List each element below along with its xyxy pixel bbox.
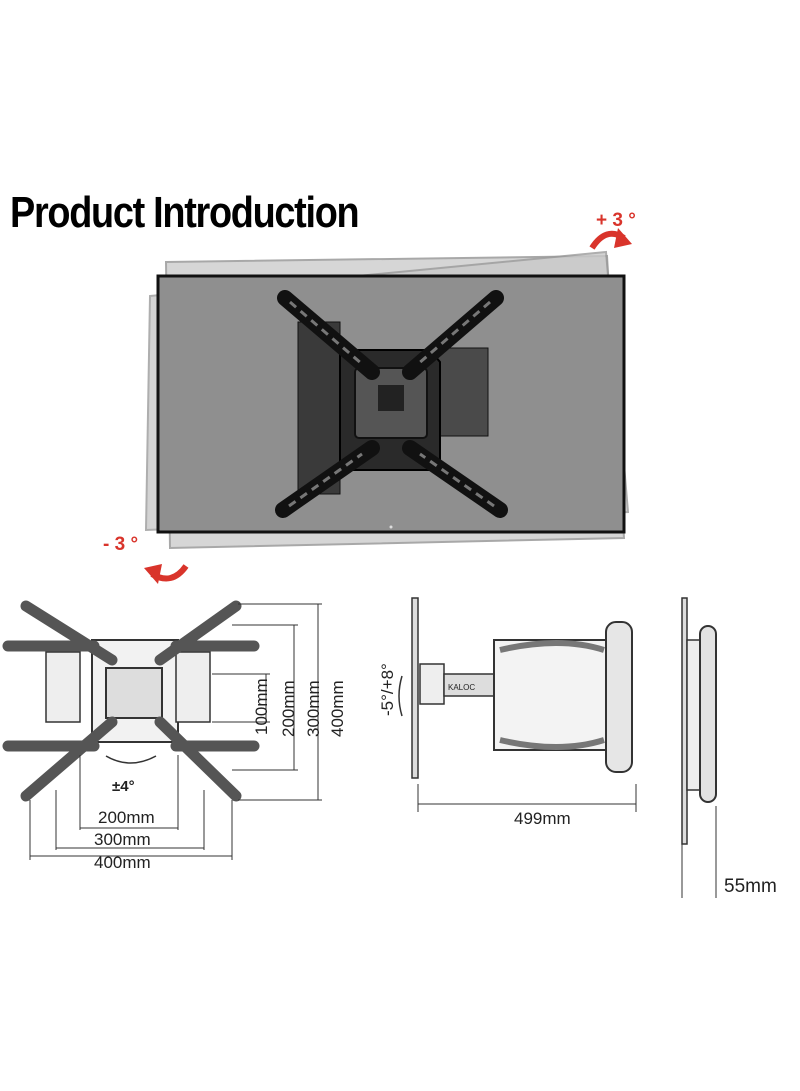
wall-mount-bracket: [275, 290, 508, 518]
vertical-dim-300: 300mm: [304, 680, 323, 737]
tilt-range-label: -5°/+8°: [378, 663, 397, 716]
horizontal-dim-300: 300mm: [94, 830, 151, 849]
swivel-label: ±4°: [112, 778, 135, 795]
horizontal-dim-400: 400mm: [94, 853, 151, 872]
vertical-dim-400: 400mm: [328, 680, 347, 737]
depth-label: 499mm: [514, 809, 571, 828]
brand-label: KALOC: [448, 683, 475, 692]
vertical-dim-200: 200mm: [279, 680, 298, 737]
front-view-labels: 100mm 200mm 300mm 400mm ±4° 200mm 300mm …: [94, 678, 347, 872]
vertical-dim-100: 100mm: [252, 678, 271, 735]
profile-view-diagram: [681, 597, 717, 898]
tv-tilt-illustration: + 3 ° - 3 °: [103, 210, 636, 584]
side-view-labels: -5°/+8° KALOC 499mm: [378, 663, 571, 828]
tv-indicator-light: [389, 525, 393, 529]
horizontal-dim-200: 200mm: [98, 808, 155, 827]
tilt-plus-label: + 3 °: [596, 210, 636, 231]
page-title: Product Introduction: [10, 188, 360, 237]
side-view-diagram: [398, 597, 637, 812]
front-view-diagram: [2, 600, 322, 860]
thickness-label: 55mm: [724, 876, 777, 897]
tilt-minus-label: - 3 °: [103, 534, 138, 555]
